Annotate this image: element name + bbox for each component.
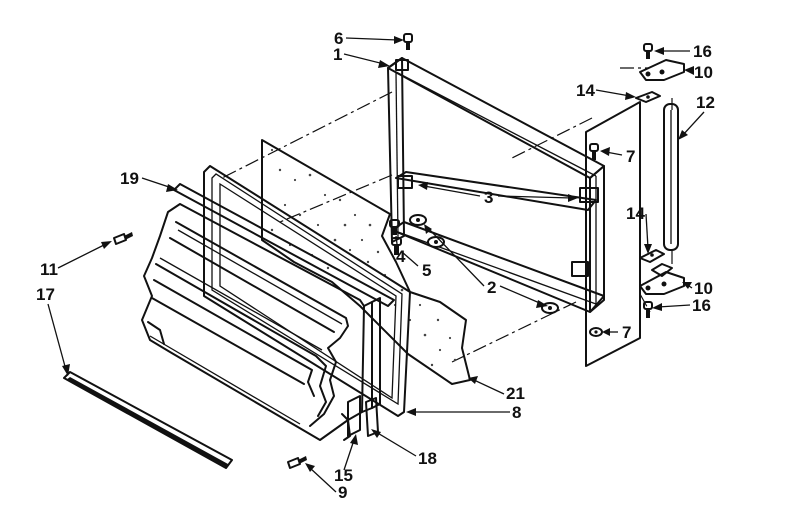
callout-15: 15 <box>334 466 353 485</box>
door-liner <box>141 203 381 441</box>
nut-7-lower-icon <box>589 327 603 337</box>
screw-6-icon <box>403 33 413 50</box>
callout-19: 19 <box>120 169 139 188</box>
screws <box>113 33 653 469</box>
callout-17: 17 <box>36 285 55 304</box>
callout-10: 10 <box>694 279 713 298</box>
callout-21: 21 <box>506 384 525 403</box>
callout-5: 5 <box>422 261 431 280</box>
callout-16: 16 <box>692 296 711 315</box>
callout-6: 6 <box>334 29 343 48</box>
upper-hinge <box>635 59 685 103</box>
screw-11-icon <box>113 232 133 245</box>
breaker-strip <box>173 183 395 307</box>
callout-2: 2 <box>487 278 496 297</box>
callout-3: 3 <box>484 188 493 207</box>
callout-9: 9 <box>338 483 347 502</box>
callout-12: 12 <box>696 93 715 112</box>
door-gasket <box>203 165 411 417</box>
callout-8: 8 <box>512 403 521 422</box>
leader-lines <box>47 36 705 493</box>
screw-16-lower-icon <box>643 301 653 318</box>
callout-10: 10 <box>694 63 713 82</box>
callout-4: 4 <box>396 247 406 266</box>
callout-7: 7 <box>622 323 631 342</box>
screw-4-icon <box>389 219 400 235</box>
screw-7-upper-icon <box>589 143 599 160</box>
screw-16-upper-icon <box>643 43 653 59</box>
lower-hinge <box>639 249 685 295</box>
hinge-bar <box>663 103 679 251</box>
callout-16: 16 <box>693 42 712 61</box>
callout-11: 11 <box>40 260 58 279</box>
callout-14: 14 <box>576 81 595 100</box>
callout-7: 7 <box>626 147 635 166</box>
callout-1: 1 <box>333 45 342 64</box>
callout-14: 14 <box>626 204 645 223</box>
screw-9-icon <box>287 456 307 469</box>
hinge-side-plate <box>585 101 641 367</box>
callout-18: 18 <box>418 449 437 468</box>
washer-2a-icon <box>409 214 427 226</box>
door-handle <box>63 371 233 469</box>
